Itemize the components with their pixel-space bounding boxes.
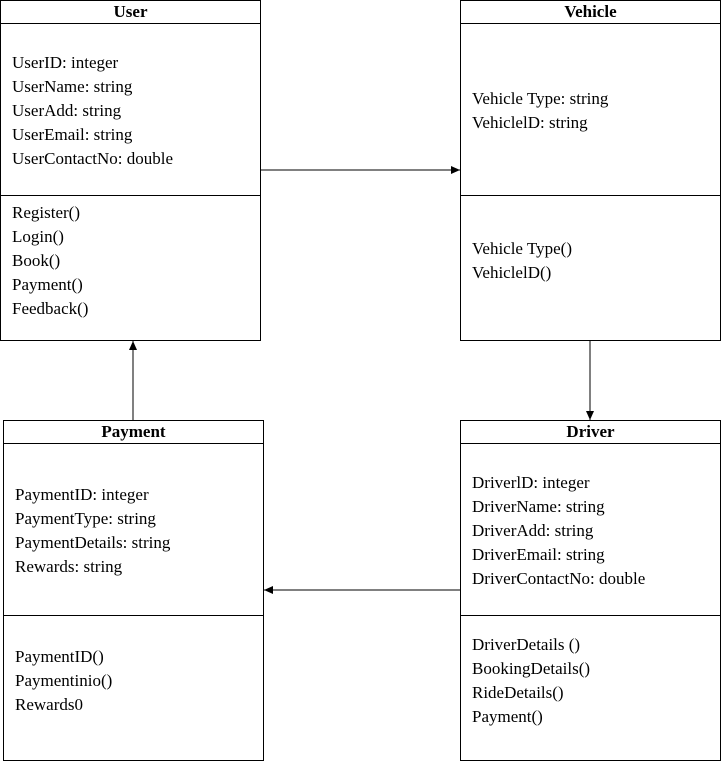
- method: PaymentID(): [15, 647, 104, 666]
- method: Payment(): [472, 707, 543, 726]
- attribute-list-driver: DriverlD: integer DriverName: string Dri…: [472, 471, 645, 591]
- class-title-vehicle: Vehicle: [461, 1, 720, 24]
- attribute-list-payment: PaymentID: integer PaymentType: string P…: [15, 483, 170, 579]
- attribute: DriverContactNo: double: [472, 569, 646, 588]
- attribute: Rewards: string: [15, 557, 123, 576]
- method: Login(): [12, 227, 64, 246]
- divider: [4, 615, 263, 616]
- attribute: PaymentType: string: [15, 509, 156, 528]
- method: RideDetails(): [472, 683, 564, 702]
- class-vehicle: Vehicle Vehicle Type: string VehiclelD: …: [460, 0, 721, 341]
- method: Feedback(): [12, 299, 89, 318]
- method: Book(): [12, 251, 61, 270]
- method: DriverDetails (): [472, 635, 581, 654]
- method: Paymentinio(): [15, 671, 113, 690]
- divider: [1, 195, 260, 196]
- method: Payment(): [12, 275, 83, 294]
- attribute: DriverlD: integer: [472, 473, 590, 492]
- attribute: VehiclelD: string: [472, 113, 588, 132]
- attribute: DriverAdd: string: [472, 521, 594, 540]
- divider: [461, 195, 720, 196]
- method-list-vehicle: Vehicle Type() VehiclelD(): [472, 237, 572, 285]
- attribute: UserContactNo: double: [12, 149, 173, 168]
- method: Vehicle Type(): [472, 239, 572, 258]
- divider: [461, 615, 720, 616]
- attribute-list-user: UserID: integer UserName: string UserAdd…: [12, 51, 173, 171]
- class-driver: Driver DriverlD: integer DriverName: str…: [460, 420, 721, 761]
- method: Rewards0: [15, 695, 83, 714]
- attribute: UserAdd: string: [12, 101, 122, 120]
- method: VehiclelD(): [472, 263, 552, 282]
- class-payment: Payment PaymentID: integer PaymentType: …: [3, 420, 264, 761]
- attribute: UserEmail: string: [12, 125, 133, 144]
- method-list-payment: PaymentID() Paymentinio() Rewards0: [15, 645, 112, 717]
- attribute: UserID: integer: [12, 53, 119, 72]
- attribute: DriverName: string: [472, 497, 605, 516]
- method: Register(): [12, 203, 80, 222]
- method-list-driver: DriverDetails () BookingDetails() RideDe…: [472, 633, 590, 729]
- class-user: User UserID: integer UserName: string Us…: [0, 0, 261, 341]
- attribute: UserName: string: [12, 77, 133, 96]
- method: BookingDetails(): [472, 659, 591, 678]
- attribute-list-vehicle: Vehicle Type: string VehiclelD: string: [472, 87, 608, 135]
- class-title-driver: Driver: [461, 421, 720, 444]
- method-list-user: Register() Login() Book() Payment() Feed…: [12, 201, 88, 321]
- attribute: DriverEmail: string: [472, 545, 605, 564]
- attribute: PaymentDetails: string: [15, 533, 171, 552]
- class-title-payment: Payment: [4, 421, 263, 444]
- attribute: PaymentID: integer: [15, 485, 149, 504]
- class-title-user: User: [1, 1, 260, 24]
- attribute: Vehicle Type: string: [472, 89, 609, 108]
